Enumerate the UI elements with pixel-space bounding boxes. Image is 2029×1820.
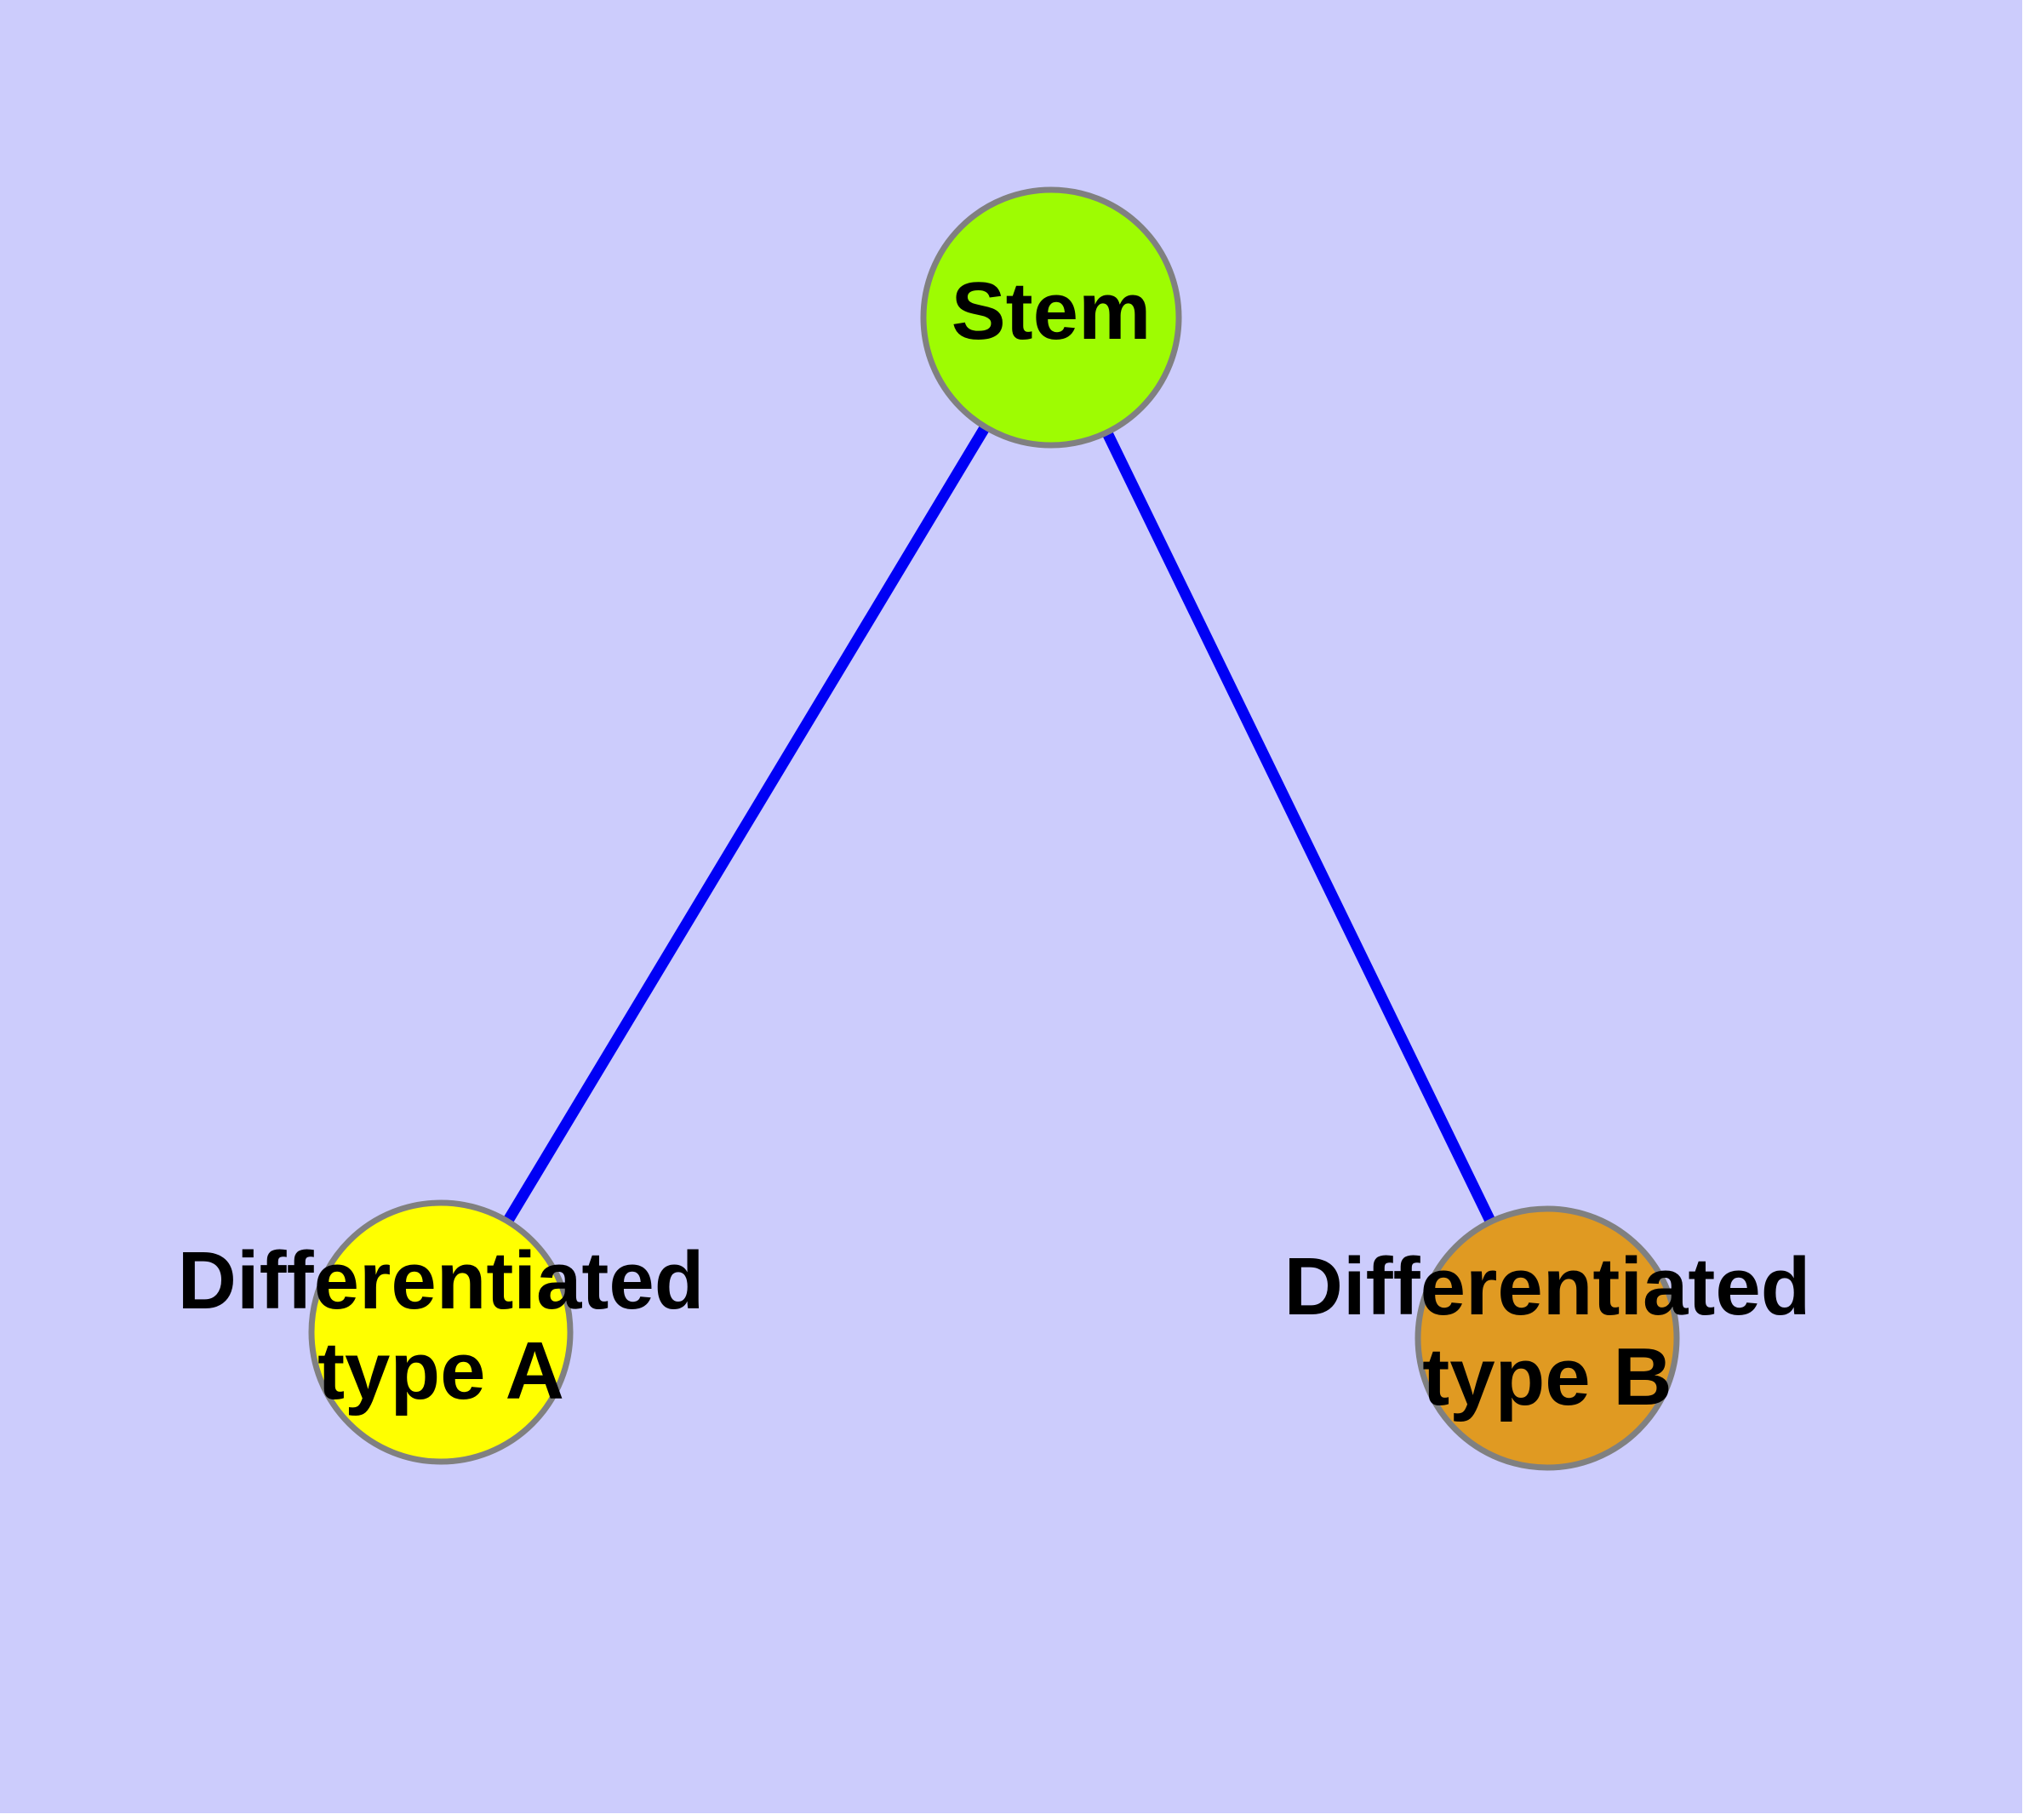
edge-stem-to-differentiated-type-a[interactable] [436, 314, 1056, 1336]
node-stem-label: Stem [952, 266, 1152, 357]
label-line: Differentiated [1284, 1241, 1811, 1332]
node-differentiated-type-b-circle[interactable] [1415, 1205, 1680, 1471]
nodes-layer [308, 186, 1680, 1471]
node-differentiated-type-a-circle[interactable] [308, 1199, 574, 1465]
node-differentiated-type-a[interactable] [308, 1199, 574, 1465]
node-differentiated-type-b[interactable] [1415, 1205, 1680, 1471]
node-stem[interactable] [920, 186, 1182, 449]
label-line: Differentiated [178, 1235, 705, 1326]
edge-stem-to-differentiated-type-b[interactable] [1046, 315, 1552, 1341]
label-line: type B [1422, 1331, 1672, 1422]
label-line: type A [317, 1325, 564, 1417]
node-stem-circle[interactable] [920, 186, 1182, 449]
edges-layer [436, 314, 1552, 1341]
label-line: Stem [952, 266, 1152, 357]
